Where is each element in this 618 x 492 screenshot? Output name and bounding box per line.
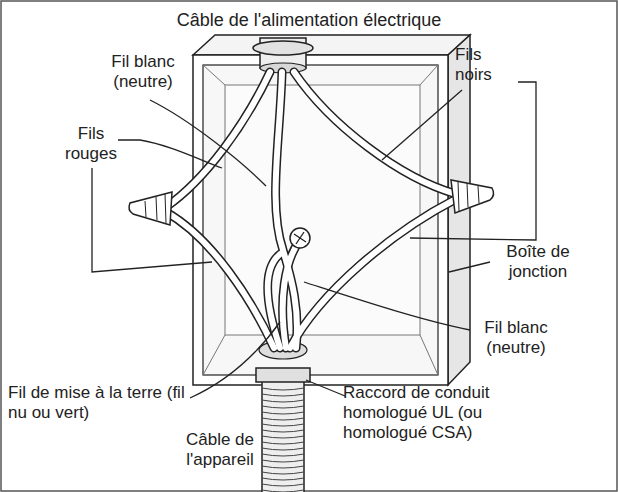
conduit-ridges — [262, 388, 304, 492]
heading-label: Câble de l'alimentation électrique — [150, 10, 468, 30]
ground-wire — [283, 240, 300, 348]
conduit-ridge — [262, 448, 304, 450]
wire-nut — [129, 192, 172, 225]
box-inner-edge — [203, 65, 225, 85]
box-top-face — [193, 35, 470, 55]
leader-line — [382, 90, 462, 160]
red-wire — [166, 212, 274, 348]
wire-fills — [166, 72, 456, 348]
callout-label: Boîte de jonction — [492, 242, 584, 282]
leader-line — [150, 100, 266, 186]
leader-lines — [92, 82, 536, 398]
wire-nut — [451, 180, 494, 213]
leader-line — [449, 262, 490, 272]
white-wire — [276, 72, 297, 348]
box-inner-edge — [420, 65, 438, 85]
callout-label: Fil de mise à la terre (fil nu ou vert) — [8, 383, 188, 423]
black-wire — [290, 199, 456, 348]
leader-line — [118, 140, 222, 168]
callout-label: Fil blanc (neutre) — [470, 318, 562, 358]
ground-screw — [290, 228, 310, 248]
conduit-ridge — [262, 400, 304, 402]
box-inner-edge — [420, 335, 438, 375]
conduit-ridge — [262, 460, 304, 462]
conduit-ridge — [262, 484, 304, 486]
box-inner-edge — [203, 335, 225, 375]
callout-label: Fils rouges — [60, 124, 122, 164]
conduit-ridge — [262, 454, 304, 456]
red-wire — [166, 212, 274, 348]
screw-slot — [294, 232, 306, 244]
leader-line — [306, 380, 345, 396]
wire-outlines — [166, 72, 456, 348]
flexible-conduit — [262, 372, 304, 492]
callout-label: Fil blanc (neutre) — [100, 52, 186, 92]
callout-label: Raccord de conduit homologué UL (ou homo… — [343, 383, 508, 443]
red-wire — [166, 72, 270, 207]
wire-nut-ribs — [458, 181, 479, 211]
leader-line — [190, 322, 280, 398]
conduit-ridge — [262, 388, 304, 390]
conduit-ridge — [262, 436, 304, 438]
conduit-fitting — [256, 368, 310, 382]
conduit-ridge — [262, 418, 304, 420]
conduit-ridge — [262, 406, 304, 408]
conduit-ridge — [262, 424, 304, 426]
black-wire — [294, 72, 456, 194]
leader-line — [410, 82, 536, 240]
conduit-ridge — [262, 472, 304, 474]
cable-connector — [253, 41, 313, 55]
conduit-ridge — [262, 478, 304, 480]
conduit-ridge — [262, 442, 304, 444]
callout-label: Fils noirs — [455, 45, 515, 85]
black-wire — [294, 72, 456, 194]
conduit-ridge — [262, 394, 304, 396]
leader-line — [92, 168, 212, 272]
conduit-ridge — [262, 490, 304, 492]
black-wire — [290, 199, 456, 348]
conduit-ridge — [262, 466, 304, 468]
red-wire — [166, 72, 270, 207]
conduit-ridge — [262, 430, 304, 432]
callout-label: Câble de l'appareil — [178, 430, 262, 470]
leader-line — [304, 282, 470, 330]
conduit-ridge — [262, 412, 304, 414]
wire-nut-ribs — [145, 194, 166, 223]
